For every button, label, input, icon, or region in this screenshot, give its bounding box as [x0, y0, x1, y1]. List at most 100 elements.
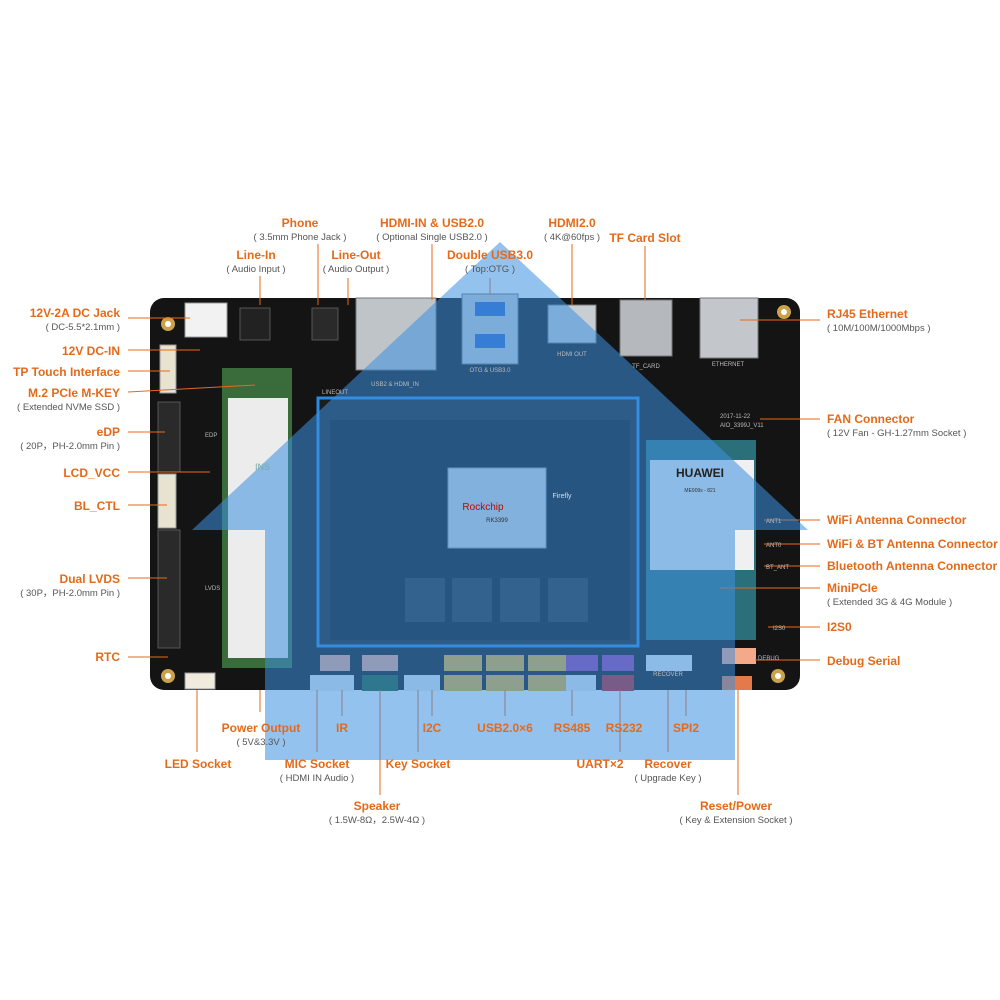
- svg-text:DEBUG: DEBUG: [758, 656, 780, 662]
- label-minipcie-title: MiniPCIe: [827, 581, 878, 595]
- label-power-output: Power Output ( 5V&3.3V ): [222, 722, 301, 748]
- svg-text:RK3399: RK3399: [486, 518, 508, 524]
- label-fan-sub: ( 12V Fan - GH-1.27mm Socket ): [827, 428, 967, 439]
- svg-text:ANT1: ANT1: [766, 519, 782, 525]
- label-dc-jack: 12V-2A DC Jack ( DC-5.5*2.1mm ): [30, 307, 120, 333]
- svg-text:RECOVER: RECOVER: [653, 672, 683, 678]
- label-debug-serial-title: Debug Serial: [827, 654, 901, 668]
- label-rtc: RTC: [95, 651, 120, 663]
- edp-header: [157, 401, 181, 473]
- label-ir-title: IR: [336, 721, 348, 735]
- label-rtc-title: RTC: [95, 650, 120, 664]
- svg-text:ANT0: ANT0: [766, 543, 782, 549]
- label-edp-title: eDP: [96, 425, 120, 439]
- label-minipcie: MiniPCIe ( Extended 3G & 4G Module ): [827, 582, 952, 608]
- label-line-in: Line-In ( Audio Input ): [226, 249, 285, 275]
- label-led-socket: LED Socket: [165, 758, 232, 770]
- line-out-jack: [311, 307, 339, 341]
- label-double-usb3-sub: ( Top:OTG ): [465, 264, 515, 275]
- label-ir: IR: [336, 722, 348, 734]
- label-uart2: UART×2: [576, 758, 623, 770]
- bl-ctl-socket: [157, 473, 177, 529]
- label-hdmi2: HDMI2.0 ( 4K@60fps ): [544, 217, 600, 243]
- label-mic-socket-sub: ( HDMI IN Audio ): [279, 773, 355, 784]
- label-reset-power-title: Reset/Power: [699, 799, 773, 813]
- label-double-usb3: Double USB3.0 ( Top:OTG ): [447, 249, 533, 275]
- label-m2: M.2 PCIe M-KEY ( Extended NVMe SSD ): [17, 387, 120, 413]
- svg-text:ETHERNET: ETHERNET: [712, 362, 745, 368]
- label-edp-sub: ( 20P，PH-2.0mm Pin ): [20, 441, 120, 452]
- label-line-in-sub: ( Audio Input ): [226, 264, 286, 275]
- label-dual-lvds-title: Dual LVDS: [59, 572, 120, 586]
- label-dc-jack-title: 12V-2A DC Jack: [29, 306, 120, 320]
- label-rj45-sub: ( 10M/100M/1000Mbps ): [827, 323, 931, 334]
- svg-text:BT_ANT: BT_ANT: [766, 565, 789, 571]
- label-hdmi-in-usb: HDMI-IN & USB2.0 ( Optional Single USB2.…: [376, 217, 487, 243]
- label-key-socket: Key Socket: [386, 758, 451, 770]
- dc-jack: [184, 302, 228, 338]
- svg-text:HUAWEI: HUAWEI: [676, 466, 724, 480]
- svg-text:USB2 & HDMI_IN: USB2 & HDMI_IN: [371, 382, 419, 388]
- label-recover-sub: ( Upgrade Key ): [634, 773, 702, 784]
- svg-text:OTG & USB3.0: OTG & USB3.0: [469, 368, 511, 374]
- label-fan-title: FAN Connector: [827, 412, 915, 426]
- label-power-output-title: Power Output: [221, 721, 301, 735]
- label-usb2x6: USB2.0×6: [477, 722, 533, 734]
- label-bt-ant-title: Bluetooth Antenna Connector: [827, 559, 998, 573]
- label-reset-power-sub: ( Key & Extension Socket ): [679, 815, 793, 826]
- label-phone-title: Phone: [281, 216, 319, 230]
- label-wifi-bt-ant-title: WiFi & BT Antenna Connector: [827, 537, 998, 551]
- label-fan: FAN Connector ( 12V Fan - GH-1.27mm Sock…: [827, 413, 966, 439]
- label-recover-title: Recover: [644, 757, 692, 771]
- label-hdmi-in-usb-sub: ( Optional Single USB2.0 ): [376, 232, 488, 243]
- svg-text:2017-11-22: 2017-11-22: [720, 414, 751, 420]
- label-hdmi-in-usb-title: HDMI-IN & USB2.0: [379, 216, 485, 230]
- label-spi2: SPI2: [673, 722, 699, 734]
- svg-text:LINEOUT: LINEOUT: [322, 390, 348, 396]
- label-lcd-vcc: LCD_VCC: [63, 467, 120, 479]
- label-speaker: Speaker ( 1.5W-8Ω，2.5W-4Ω ): [329, 800, 425, 826]
- svg-text:EDP: EDP: [205, 433, 217, 439]
- label-m2-title: M.2 PCIe M-KEY: [27, 386, 120, 400]
- svg-text:LVDS: LVDS: [205, 586, 220, 592]
- label-i2c-title: I2C: [422, 721, 442, 735]
- label-dual-lvds: Dual LVDS ( 30P，PH-2.0mm Pin ): [20, 573, 120, 599]
- svg-text:INS: INS: [255, 462, 270, 472]
- label-debug-serial: Debug Serial: [827, 655, 900, 667]
- label-usb2x6-title: USB2.0×6: [477, 721, 533, 735]
- label-bl-ctl: BL_CTL: [74, 500, 120, 512]
- label-i2s0: I2S0: [827, 621, 852, 633]
- label-dual-lvds-sub: ( 30P，PH-2.0mm Pin ): [20, 588, 120, 599]
- watermark-overlay: [192, 242, 808, 760]
- label-line-out-title: Line-Out: [331, 248, 381, 262]
- label-spi2-title: SPI2: [672, 721, 700, 735]
- svg-text:TF_CARD: TF_CARD: [632, 364, 660, 370]
- label-m2-sub: ( Extended NVMe SSD ): [17, 402, 120, 413]
- label-rs485: RS485: [554, 722, 591, 734]
- label-bt-ant: Bluetooth Antenna Connector: [827, 560, 997, 572]
- label-speaker-title: Speaker: [353, 799, 401, 813]
- label-phone: Phone ( 3.5mm Phone Jack ): [254, 217, 347, 243]
- label-wifi-ant-title: WiFi Antenna Connector: [827, 513, 967, 527]
- svg-text:Firefly: Firefly: [552, 493, 572, 500]
- label-line-in-title: Line-In: [236, 248, 276, 262]
- label-i2c: I2C: [423, 722, 442, 734]
- label-hdmi2-title: HDMI2.0: [548, 216, 596, 230]
- label-tp-touch-title: TP Touch Interface: [13, 365, 120, 379]
- label-power-output-sub: ( 5V&3.3V ): [236, 737, 286, 748]
- label-reset-power: Reset/Power ( Key & Extension Socket ): [680, 800, 793, 826]
- label-lcd-vcc-title: LCD_VCC: [63, 466, 120, 480]
- label-line-out-sub: ( Audio Output ): [322, 264, 390, 275]
- mounting-holes: [161, 305, 791, 683]
- svg-text:Rockchip: Rockchip: [462, 502, 504, 513]
- label-dc-in: 12V DC-IN: [62, 345, 120, 357]
- label-speaker-sub: ( 1.5W-8Ω，2.5W-4Ω ): [328, 815, 426, 826]
- label-i2s0-title: I2S0: [827, 620, 852, 634]
- label-dc-jack-sub: ( DC-5.5*2.1mm ): [45, 322, 120, 333]
- label-edp: eDP ( 20P，PH-2.0mm Pin ): [20, 426, 120, 452]
- label-rs232: RS232: [606, 722, 643, 734]
- label-dc-in-title: 12V DC-IN: [61, 344, 120, 358]
- label-phone-sub: ( 3.5mm Phone Jack ): [253, 232, 347, 243]
